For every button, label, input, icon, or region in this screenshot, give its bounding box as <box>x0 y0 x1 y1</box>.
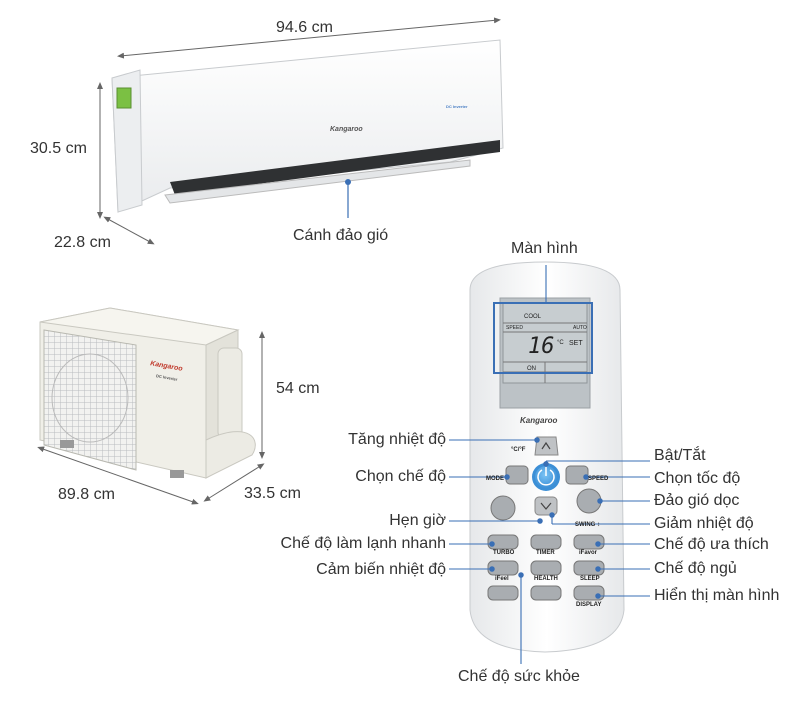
lcd-temperature: 16 <box>528 334 555 359</box>
callout-health: Chế độ sức khỏe <box>458 668 580 685</box>
callout-display: Hiển thị màn hình <box>654 587 780 604</box>
outdoor-width-label: 89.8 cm <box>58 486 115 503</box>
indoor-depth-label: 22.8 cm <box>54 234 111 251</box>
outdoor-depth-label: 33.5 cm <box>244 485 301 502</box>
lcd-unit: °C <box>557 340 564 346</box>
callout-ifavor: Chế độ ưa thích <box>654 536 769 553</box>
ifeel-key-label[interactable]: iFeel <box>495 576 509 582</box>
timer-key-label[interactable]: TIMER <box>536 550 555 556</box>
health-key-label[interactable]: HEALTH <box>534 576 558 582</box>
lcd-auto: AUTO <box>573 325 587 331</box>
lcd-mode: COOL <box>524 314 542 320</box>
callout-timer: Hẹn giờ <box>389 512 446 529</box>
speed-key-label[interactable]: SPEED <box>588 476 609 482</box>
remote-brand-logo: Kangaroo <box>520 416 558 425</box>
callout-lines <box>449 265 650 664</box>
cf-key-label[interactable]: °C/°F <box>511 447 526 453</box>
callout-temp-down: Giảm nhiệt độ <box>654 515 754 532</box>
lcd-status: ON <box>527 366 536 372</box>
callout-power: Bật/Tắt <box>654 447 706 464</box>
mode-key-label[interactable]: MODE <box>486 476 504 482</box>
indoor-width-label: 94.6 cm <box>276 19 333 36</box>
turbo-key-label[interactable]: TURBO <box>493 550 515 556</box>
callout-speed: Chọn tốc độ <box>654 470 741 487</box>
indoor-height-label: 30.5 cm <box>30 140 87 157</box>
remote-control <box>469 261 625 653</box>
outdoor-unit <box>39 307 256 479</box>
indoor-unit <box>111 39 504 213</box>
ifavor-key-label[interactable]: iFavor <box>579 550 598 556</box>
lcd-speed: SPEED <box>506 325 523 331</box>
louver-label: Cánh đảo gió <box>293 227 389 244</box>
indoor-inverter-badge: DC Inverter <box>446 104 468 109</box>
sleep-key-label[interactable]: SLEEP <box>580 576 600 582</box>
swing-key-label[interactable]: SWING ↕ <box>575 522 600 528</box>
indoor-brand-logo: Kangaroo <box>330 126 363 133</box>
display-key-label[interactable]: DISPLAY <box>576 602 602 608</box>
lcd-set: SET <box>569 340 583 347</box>
outdoor-height-label: 54 cm <box>276 380 320 397</box>
callout-turbo: Chế độ làm lạnh nhanh <box>280 535 446 552</box>
callout-swing: Đảo gió dọc <box>654 492 740 509</box>
callout-mode: Chọn chế độ <box>355 468 446 485</box>
callout-ifeel: Cảm biến nhiệt độ <box>316 561 446 578</box>
callout-sleep: Chế độ ngủ <box>654 560 737 577</box>
screen-label: Màn hình <box>511 240 578 257</box>
energy-label-sticker <box>116 87 132 109</box>
callout-temp-up: Tăng nhiệt độ <box>348 431 446 448</box>
